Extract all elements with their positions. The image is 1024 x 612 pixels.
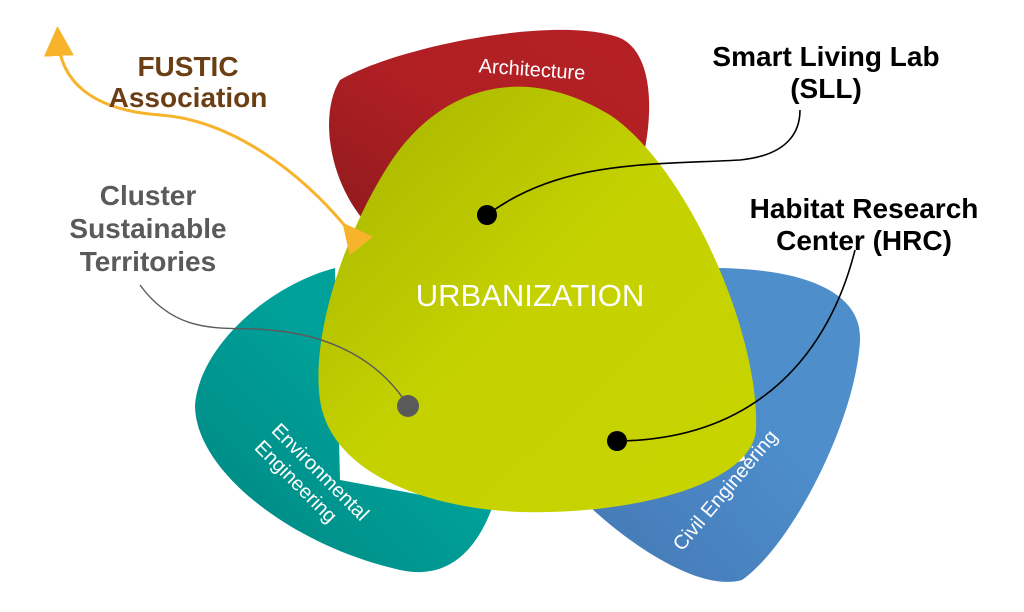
cluster-connector-line [139, 284, 409, 407]
hrc-label-line2: Center (HRC) [776, 225, 952, 256]
hrc-dot [607, 431, 627, 451]
sll-dot [477, 205, 497, 225]
sll-label-line2: (SLL) [790, 73, 862, 104]
fustic-arrow [43, 26, 373, 256]
civil-engineering-region [588, 268, 861, 582]
cluster-label-line3: Territories [80, 246, 216, 277]
environmental-engineering-region [195, 268, 492, 573]
hrc-label-line1: Habitat Research [750, 193, 979, 224]
cluster-dot [397, 395, 419, 417]
urbanization-region [318, 86, 757, 513]
sll-label-line1: Smart Living Lab [712, 41, 939, 72]
fustic-label-line1: FUSTIC [137, 51, 238, 82]
sll-connector-line [486, 109, 801, 216]
cluster-label-line2: Sustainable [69, 213, 226, 244]
cluster-label-line1: Cluster [100, 180, 197, 211]
urbanization-label: URBANIZATION [416, 278, 645, 313]
fustic-label-line2: Association [109, 82, 268, 113]
hrc-connector-line [616, 249, 856, 442]
